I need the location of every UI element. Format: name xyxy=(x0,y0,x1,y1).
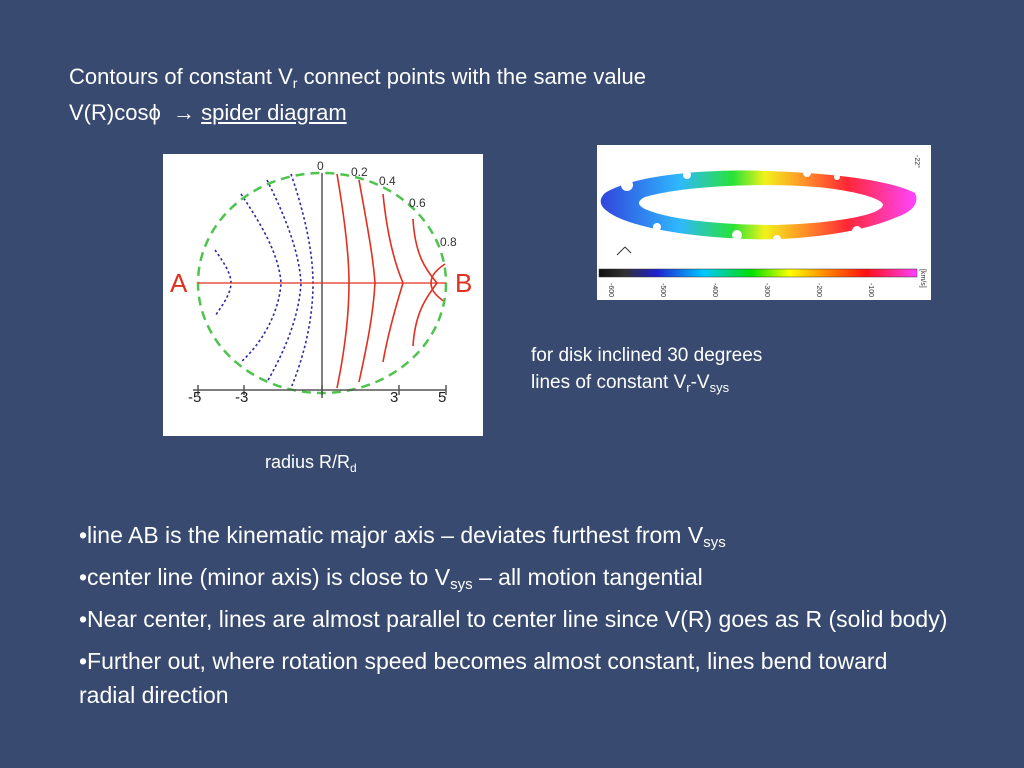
velocity-map-figure: -22° -600 -500 -400 -300 -200 -100 [km/s… xyxy=(597,145,931,300)
galaxy-velocity-disk xyxy=(600,169,917,243)
title-line-2: V(R)cosϕ → spider diagram xyxy=(69,100,347,125)
contour-pos-3 xyxy=(382,193,404,363)
top-label: 0 xyxy=(317,159,324,173)
bullet-item: •line AB is the kinematic major axis – d… xyxy=(79,522,726,551)
spider-diagram-link[interactable]: spider diagram xyxy=(201,100,347,125)
bullet-item: •center line (minor axis) is close to Vs… xyxy=(79,564,703,593)
colorbar-tick: -100 xyxy=(867,283,874,297)
label-a: A xyxy=(170,268,188,298)
colorbar-tick: -300 xyxy=(763,283,770,297)
x-tick-label: 5 xyxy=(438,389,446,406)
spider-diagram-figure: 0 0.2 0.4 0.6 0.8 -5 -3 3 5 xyxy=(163,154,483,436)
corner-label: -22° xyxy=(913,155,921,168)
top-label: 0.6 xyxy=(409,196,426,210)
x-tick-label: 3 xyxy=(390,389,398,406)
disk-caption: for disk inclined 30 degrees lines of co… xyxy=(531,345,763,395)
title-line-1: Contours of constant Vr connect points w… xyxy=(69,64,646,91)
x-tick-label: -3 xyxy=(235,389,248,406)
contour-pos-2 xyxy=(358,179,376,383)
contour-neg-1 xyxy=(290,173,314,389)
contour-neg-3 xyxy=(240,193,282,363)
contour-neg-2 xyxy=(266,179,302,383)
bullet-item: •Further out, where rotation speed becom… xyxy=(79,648,888,708)
orientation-arrows-icon xyxy=(616,246,632,256)
contour-pos-1 xyxy=(336,173,350,389)
colorbar-tick: -400 xyxy=(711,283,718,297)
top-label: 0.2 xyxy=(351,165,368,179)
colorbar-tick: -500 xyxy=(659,283,666,297)
x-tick-label: -5 xyxy=(188,389,201,406)
bullet-list: •line AB is the kinematic major axis – d… xyxy=(79,518,949,720)
top-label: 0.8 xyxy=(440,235,457,249)
arrow-icon: → xyxy=(173,100,196,125)
slide-title: Contours of constant Vr connect points w… xyxy=(69,62,646,128)
colorbar-tick: -600 xyxy=(607,283,614,297)
radius-caption: radius R/Rd xyxy=(265,452,357,475)
spider-diagram-svg: 0 0.2 0.4 0.6 0.8 -5 -3 3 5 xyxy=(188,159,457,406)
bullet-item: •Near center, lines are almost parallel … xyxy=(79,606,948,632)
top-label: 0.4 xyxy=(379,174,396,188)
colorbar-unit: [km/s] xyxy=(919,269,926,288)
colorbar-tick: -200 xyxy=(815,283,822,297)
label-b: B xyxy=(455,268,473,298)
colorbar xyxy=(598,268,918,278)
velocity-map-svg: -22° -600 -500 -400 -300 -200 -100 [km/s… xyxy=(598,155,926,297)
